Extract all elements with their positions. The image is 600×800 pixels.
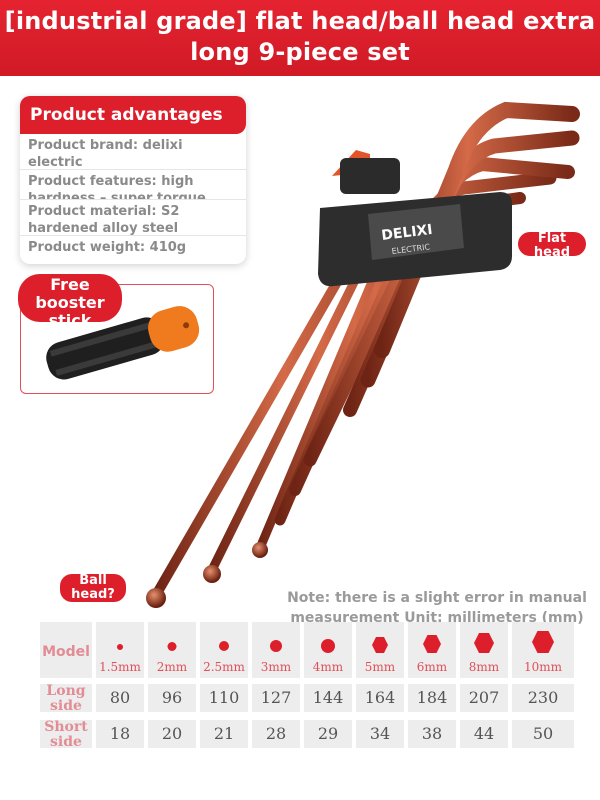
size-cell: 4mm [304, 622, 352, 678]
size-cell: 5mm [356, 622, 404, 678]
size-cell: 2.5mm [200, 622, 248, 678]
short-cell: 38 [408, 720, 456, 748]
long-cell: 164 [356, 684, 404, 712]
size-label: 10mm [523, 660, 563, 674]
table-row-long: Long side 80 96 110 127 144 164 184 207 … [40, 684, 578, 714]
row-label-short: Short side [40, 720, 92, 750]
size-cell: 3mm [252, 622, 300, 678]
short-cell: 44 [460, 720, 508, 748]
size-label: 1.5mm [99, 660, 141, 674]
size-cell: 6mm [408, 622, 456, 678]
size-marker-icon [532, 631, 554, 653]
short-cell: 18 [96, 720, 144, 748]
size-label: 4mm [312, 660, 344, 674]
size-marker-icon [474, 633, 494, 653]
table-row-short: Short side 18 20 21 28 29 34 38 44 50 [40, 720, 578, 750]
long-cell: 127 [252, 684, 300, 712]
size-label: 2.5mm [203, 660, 245, 674]
size-cell: 10mm [512, 622, 574, 678]
size-label: 6mm [416, 660, 448, 674]
product-advantages-card: Product advantages Product brand: delixi… [20, 96, 246, 264]
booster-stick-label: Free booster stick [18, 274, 122, 330]
size-label: 8mm [468, 660, 500, 674]
booster-stick-image [46, 306, 200, 380]
long-cell: 110 [200, 684, 248, 712]
size-cell: 1.5mm [96, 622, 144, 678]
title-banner: [industrial grade] flat head/ball head e… [0, 0, 600, 76]
short-cell: 28 [252, 720, 300, 748]
size-marker-icon [423, 635, 441, 653]
size-marker-icon [321, 639, 335, 653]
long-cell: 80 [96, 684, 144, 712]
short-cell: 34 [356, 720, 404, 748]
size-cell: 8mm [460, 622, 508, 678]
flat-head-label: Flat head [518, 232, 586, 260]
short-cell: 20 [148, 720, 196, 748]
size-cell: 2mm [148, 622, 196, 678]
short-cell: 50 [512, 720, 574, 748]
advantages-title: Product advantages [20, 96, 246, 134]
short-cell: 29 [304, 720, 352, 748]
row-label-model: Model [40, 622, 92, 678]
size-marker-icon [372, 637, 388, 653]
advantage-features: Product features: high hardness – super … [20, 170, 246, 200]
size-label: 3mm [260, 660, 292, 674]
size-marker-icon [270, 640, 282, 652]
title-line-1: [industrial grade] flat head/ball head e… [4, 7, 596, 35]
size-label: 5mm [364, 660, 396, 674]
long-cell: 207 [460, 684, 508, 712]
row-label-long: Long side [40, 684, 92, 714]
advantage-material: Product material: S2 hardened alloy stee… [20, 200, 246, 236]
short-cell: 21 [200, 720, 248, 748]
long-cell: 96 [148, 684, 196, 712]
key-holder [318, 150, 512, 287]
title-line-2: long 9-piece set [190, 38, 410, 66]
long-cell: 144 [304, 684, 352, 712]
long-cell: 230 [512, 684, 574, 712]
holder-brand-text: DELIXI [381, 222, 434, 244]
advantage-weight: Product weight: 410g [28, 240, 187, 255]
size-marker-icon [219, 641, 229, 651]
table-row-model: Model 1.5mm 2mm 2.5mm 3mm 4mm 5mm 6mm 8m… [40, 622, 578, 678]
hex-key-set-image: DELIXI ELECTRIC [146, 101, 580, 608]
size-label: 2mm [156, 660, 188, 674]
advantage-brand: Product brand: delixi electric [20, 134, 246, 170]
ball-head-label: Ball head? [60, 574, 126, 602]
long-cell: 184 [408, 684, 456, 712]
size-marker-icon [167, 642, 177, 651]
size-marker-icon [117, 644, 123, 650]
